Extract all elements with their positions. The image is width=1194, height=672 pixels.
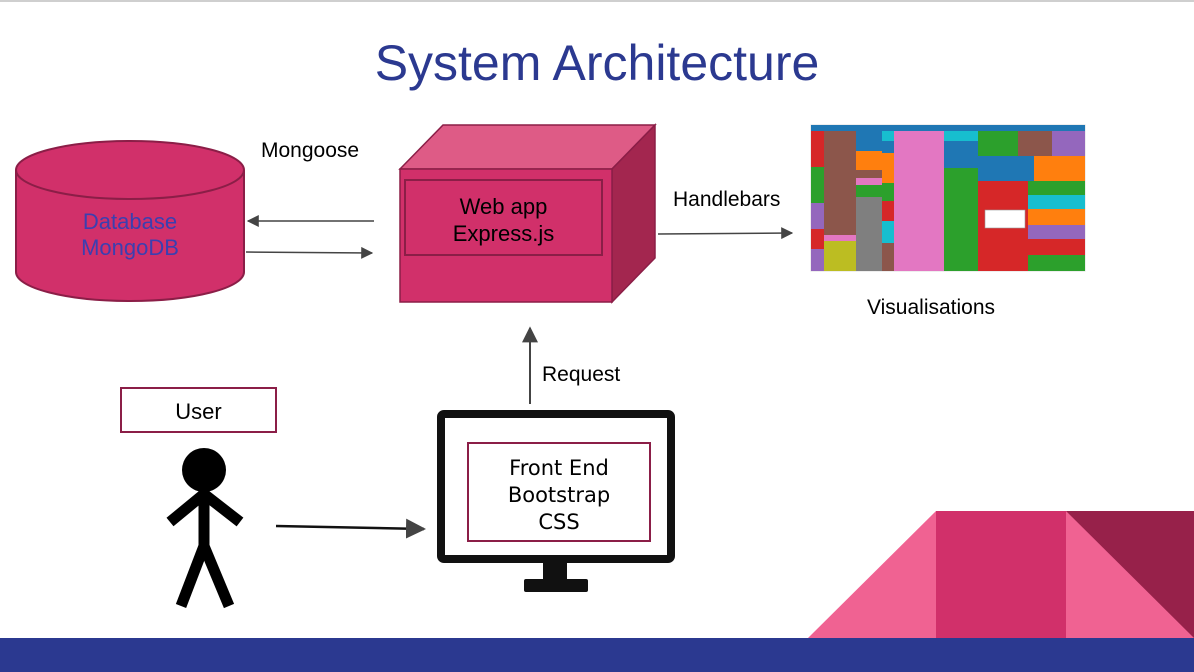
- mongoose-label: Mongoose: [261, 139, 360, 162]
- database-cylinder-icon: [15, 140, 245, 302]
- request-label: Request: [542, 363, 621, 386]
- arrow-db-to-webapp: [245, 246, 374, 259]
- user-label-box: [120, 387, 277, 433]
- user-label: User: [175, 399, 222, 424]
- database-line-2: MongoDB: [81, 235, 179, 260]
- treemap-icon: [810, 124, 1086, 272]
- footer-decoration: [808, 511, 1194, 638]
- frontend-line-1: Front End: [509, 456, 609, 480]
- frontend-line-2: Bootstrap: [507, 483, 611, 507]
- cube-icon: [398, 123, 657, 304]
- slide-title: System Architecture: [374, 35, 820, 91]
- frontend-label: Front End Bootstrap CSS: [468, 455, 650, 536]
- webapp-line-1: Web app: [459, 194, 548, 219]
- webapp-label: Web app Express.js: [405, 193, 602, 247]
- monitor-icon: [437, 410, 675, 592]
- visualisations-label: Visualisations: [867, 296, 996, 319]
- database-line-1: Database: [82, 209, 178, 234]
- stick-figure-icon: [166, 448, 244, 609]
- frontend-line-3: CSS: [538, 510, 580, 534]
- handlebars-label: Handlebars: [673, 188, 781, 211]
- arrow-user-to-frontend: [275, 518, 426, 539]
- arrow-webapp-to-visualisations: [657, 227, 794, 240]
- footer-bar: [0, 638, 1194, 672]
- database-label: Database MongoDB: [16, 209, 244, 261]
- webapp-line-2: Express.js: [452, 221, 555, 246]
